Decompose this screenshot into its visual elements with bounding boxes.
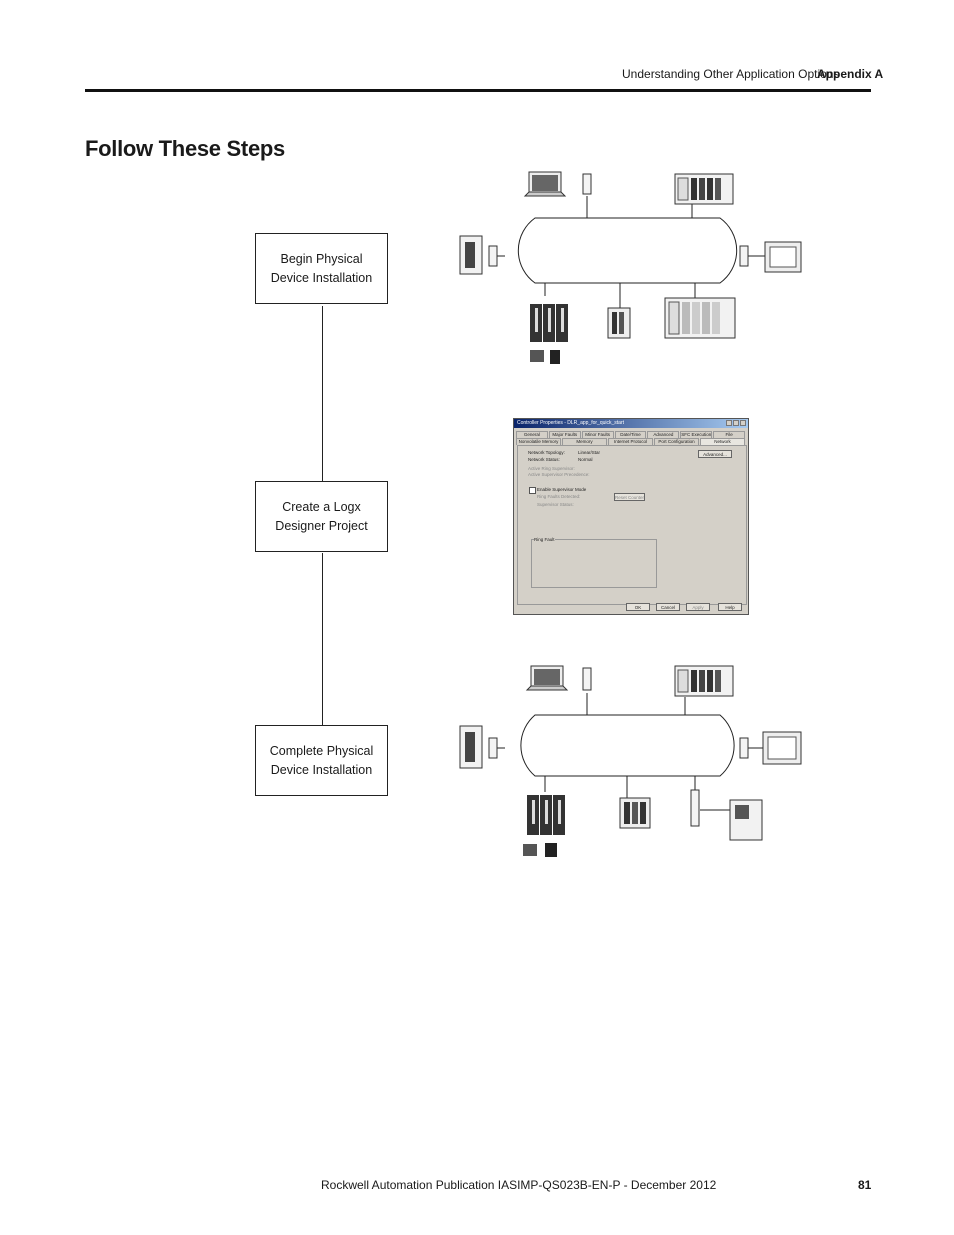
cancel-button[interactable]: Cancel [656, 603, 680, 611]
network-status-value: Normal [578, 457, 593, 462]
motor-icon [530, 350, 560, 364]
header-rule [85, 89, 871, 92]
network-topology-value: Linear/Star [578, 450, 601, 455]
plc-rack-icon [664, 297, 736, 339]
maximize-icon[interactable] [733, 420, 739, 426]
dlr-ring [520, 714, 735, 777]
network-topology-label: Network Topology: [528, 450, 565, 455]
header-appendix-label: Appendix A [817, 67, 884, 81]
io-module-icon [607, 307, 631, 339]
network-tab-panel: Network Topology: Linear/Star Network St… [517, 445, 747, 605]
tab-nonvolatile-memory[interactable]: Nonvolatile Memory [516, 438, 561, 445]
minimize-icon[interactable] [726, 420, 732, 426]
step-label: Complete Physical Device Installation [269, 743, 374, 777]
step-begin-installation: Begin Physical Device Installation [255, 233, 388, 304]
reset-counter-button[interactable]: Reset Counter [614, 493, 645, 501]
tab-memory[interactable]: Memory [562, 438, 607, 445]
ok-button[interactable]: OK [626, 603, 650, 611]
tab-sfc-execution[interactable]: SFC Execution [680, 431, 713, 438]
supervisor-status-label: Supervisor Status: [537, 502, 574, 507]
hmi-terminal-icon [764, 241, 802, 273]
controller-chassis-icon [674, 173, 734, 205]
ethernet-tap-icon [488, 173, 749, 267]
dialog-titlebar: Controller Properties - DLR_app_for_quic… [514, 419, 748, 428]
servo-drives-icon [527, 795, 565, 835]
dlr-ring [517, 217, 738, 284]
header-section-title: Understanding Other Application Options [622, 67, 840, 81]
controller-chassis-icon [674, 665, 734, 697]
network-diagram-complete [459, 665, 802, 857]
step-label: Create a Logx Designer Project [275, 499, 368, 533]
ethernet-tap-icon [488, 667, 749, 827]
supervisor-precedence-label: Active Supervisor Precedence: [528, 472, 590, 477]
tab-date-time[interactable]: Date/Time [614, 431, 647, 438]
page-title: Follow These Steps [85, 136, 285, 161]
advanced-button[interactable]: Advanced... [698, 450, 732, 458]
network-diagram-begin [459, 171, 802, 364]
motor-icon [523, 843, 557, 857]
servo-drives-icon [530, 304, 568, 342]
close-icon[interactable] [740, 420, 746, 426]
drive-module-icon [459, 725, 483, 769]
hmi-terminal-icon [762, 731, 802, 765]
flow-connector-2 [322, 553, 323, 725]
tab-advanced[interactable]: Advanced [647, 431, 680, 438]
tab-port-configuration[interactable]: Port Configuration [654, 438, 699, 445]
apply-button[interactable]: Apply [686, 603, 710, 611]
footer-publication: Rockwell Automation Publication IASIMP-Q… [321, 1178, 717, 1192]
enable-supervisor-checkbox[interactable] [529, 487, 536, 494]
active-ring-supervisor-label: Active Ring Supervisor: [528, 466, 575, 471]
tab-file[interactable]: File [713, 431, 746, 438]
step-label: Begin Physical Device Installation [270, 251, 373, 285]
ac-drive-icon [729, 799, 763, 841]
step-create-project: Create a Logx Designer Project [255, 481, 388, 552]
step-complete-installation: Complete Physical Device Installation [255, 725, 388, 796]
network-status-label: Network Status: [528, 457, 560, 462]
controller-properties-dialog: Controller Properties - DLR_app_for_quic… [513, 418, 749, 615]
tab-minor-faults[interactable]: Minor Faults [581, 431, 614, 438]
drive-module-icon [459, 235, 483, 275]
help-button[interactable]: Help [718, 603, 742, 611]
io-module-icon [619, 797, 651, 829]
ring-fault-group-label: Ring Fault [534, 537, 555, 542]
tab-network[interactable]: Network [700, 438, 745, 445]
flow-connector-1 [322, 306, 323, 481]
ring-faults-detected-label: Ring Faults Detected: [537, 494, 581, 499]
dialog-title: Controller Properties - DLR_app_for_quic… [517, 420, 624, 426]
laptop-icon [525, 665, 569, 691]
tab-internet-protocol[interactable]: Internet Protocol [608, 438, 653, 445]
enable-supervisor-label: Enable Supervisor Mode [537, 487, 587, 492]
page-number: 81 [858, 1178, 872, 1192]
ring-fault-group: Ring Fault [531, 537, 657, 588]
tab-general[interactable]: General [516, 431, 548, 438]
tab-major-faults[interactable]: Major Faults [548, 431, 581, 438]
laptop-icon [523, 171, 567, 197]
